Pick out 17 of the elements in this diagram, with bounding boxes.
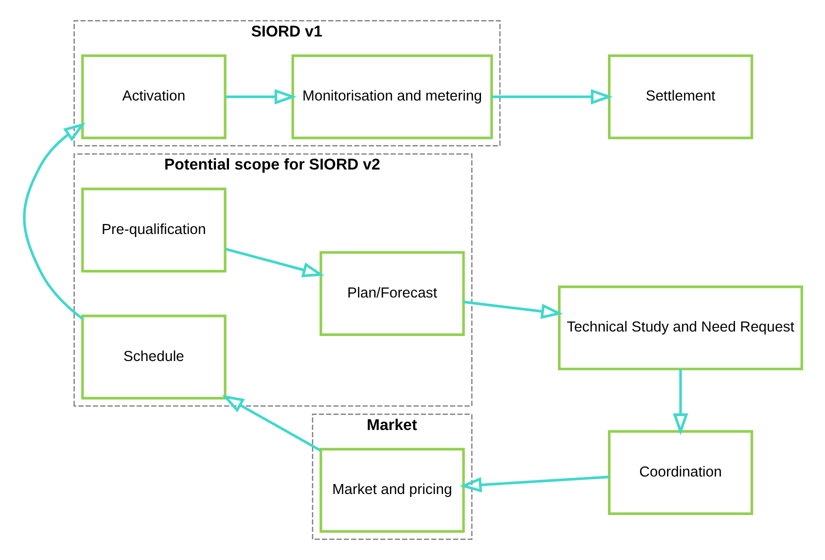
node-box: Pre-qualification [80,188,226,272]
arrow [222,394,321,452]
node-box: Schedule [80,314,226,400]
node-box: Technical Study and Need Request [557,285,803,370]
arrow [224,89,296,104]
arrow [672,369,688,436]
arrow [224,248,324,278]
arrow [462,300,563,319]
node-box: Coordination [607,430,753,515]
arrow [491,89,612,104]
node-box: Monitorisation and metering [290,54,492,140]
node-box: Market and pricing [319,448,464,533]
node-box: Activation [80,54,226,140]
arrow [459,476,608,492]
arrow [22,122,86,320]
node-box: Plan/Forecast [319,251,464,336]
node-box: Settlement [607,54,753,140]
